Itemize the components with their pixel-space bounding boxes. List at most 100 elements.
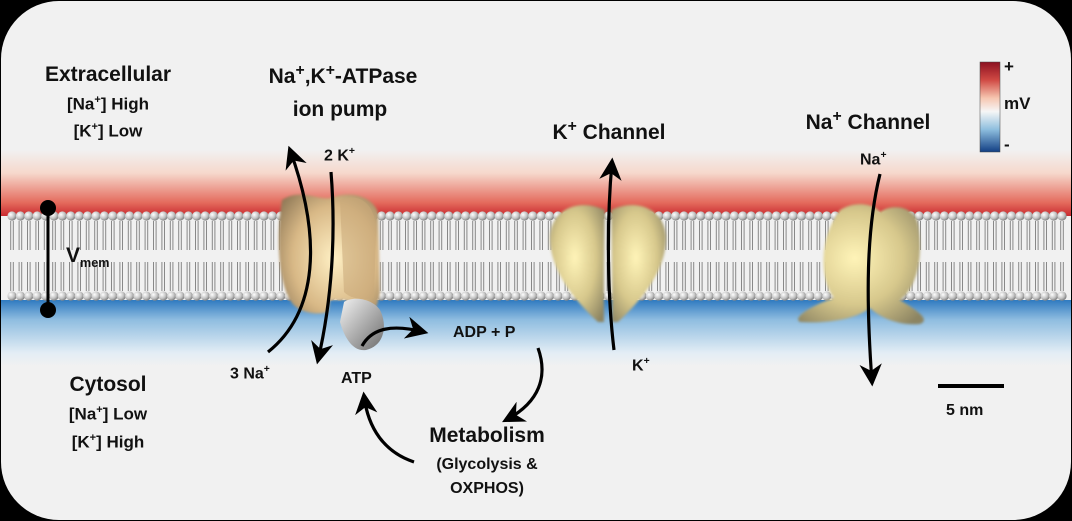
- lipid-head: [225, 291, 235, 301]
- lipid-head: [1040, 211, 1050, 221]
- lipid-head: [217, 211, 227, 221]
- lipid-head: [461, 291, 471, 301]
- colorbar-minus-label: -: [1004, 135, 1010, 154]
- lipid-head: [528, 291, 538, 301]
- lipid-head: [763, 291, 773, 301]
- lipid-head: [183, 291, 193, 301]
- lipid-head: [242, 211, 252, 221]
- lipid-head: [1057, 211, 1067, 221]
- lipid-head: [1015, 211, 1025, 221]
- lipid-head: [528, 211, 538, 221]
- lipid-head: [74, 291, 84, 301]
- lipid-head: [267, 291, 277, 301]
- lipid-head: [66, 291, 76, 301]
- lipid-head: [738, 211, 748, 221]
- lipid-head: [679, 291, 689, 301]
- lipid-head: [788, 291, 798, 301]
- lipid-head: [24, 211, 34, 221]
- colorbar-plus-label: +: [1004, 57, 1014, 76]
- lipid-head: [813, 291, 824, 301]
- lipid-head: [251, 211, 261, 221]
- k-channel-ion-label: K+: [632, 356, 650, 375]
- lipid-head: [393, 211, 403, 221]
- lipid-head: [671, 211, 681, 221]
- lipid-head: [713, 211, 723, 221]
- membrane-voltage-marker: [40, 200, 56, 318]
- lipid-head: [788, 211, 798, 221]
- lipid-head: [125, 291, 135, 301]
- lipid-head: [965, 211, 975, 221]
- lipid-head: [234, 211, 244, 221]
- lipid-head: [469, 291, 479, 301]
- lipid-head: [175, 291, 185, 301]
- adp-to-metabolism-arrow: [502, 347, 544, 423]
- lipid-head: [973, 211, 983, 221]
- lipid-head: [419, 211, 429, 221]
- lipid-head: [931, 211, 941, 221]
- lipid-head: [998, 211, 1008, 221]
- lipid-head: [259, 291, 269, 301]
- lipid-head: [427, 211, 437, 221]
- lipid-head: [755, 211, 765, 221]
- lipid-head: [66, 211, 76, 221]
- lipid-head: [7, 291, 17, 301]
- lipid-head: [939, 291, 950, 301]
- lipid-head: [200, 291, 210, 301]
- lipid-head: [771, 211, 782, 221]
- lipid-head: [822, 291, 832, 301]
- lipid-head: [1049, 291, 1059, 301]
- lipid-head: [981, 211, 992, 221]
- lipid-head: [200, 211, 210, 221]
- lipid-head: [477, 211, 487, 221]
- lipid-head: [990, 211, 1000, 221]
- lipid-head: [24, 291, 34, 301]
- pump-subtitle: ion pump: [292, 98, 388, 121]
- lipid-head: [83, 211, 93, 221]
- lipid-head: [32, 291, 42, 301]
- lipid-head: [167, 291, 177, 301]
- lipid-head: [377, 211, 387, 221]
- lipid-head: [410, 291, 420, 301]
- lipid-head: [385, 211, 395, 221]
- lipid-head: [797, 291, 807, 301]
- lipid-head: [771, 291, 782, 301]
- lipid-head: [511, 291, 521, 301]
- lipid-head: [225, 211, 235, 221]
- lipid-head: [519, 291, 530, 301]
- lipid-head: [662, 291, 672, 301]
- lipid-head: [7, 211, 17, 221]
- lipid-head: [679, 211, 689, 221]
- lipid-head: [444, 291, 454, 301]
- lipid-head: [251, 291, 261, 301]
- lipid-head: [15, 291, 25, 301]
- lipid-head: [141, 211, 151, 221]
- lipid-head: [1007, 211, 1017, 221]
- lipid-head: [545, 291, 555, 301]
- lipid-head: [410, 211, 420, 221]
- lipid-head: [561, 291, 572, 301]
- pump-title: Na+,K+-ATPase: [268, 62, 418, 88]
- metabolism-sub2: OXPHOS): [450, 480, 524, 497]
- lipid-head: [519, 211, 530, 221]
- lipid-head: [536, 211, 546, 221]
- na-channel-protein: [798, 204, 924, 325]
- adp-label: ADP + P: [453, 324, 516, 341]
- lipid-head: [645, 291, 656, 301]
- na-channel-title: Na+ Channel: [805, 108, 931, 134]
- lipid-head: [192, 211, 202, 221]
- lipid-head: [461, 211, 471, 221]
- lipid-head: [276, 291, 286, 301]
- lipid-head: [687, 211, 698, 221]
- lipid-head: [259, 211, 269, 221]
- lipid-head: [452, 211, 462, 221]
- lipid-head: [385, 291, 395, 301]
- lipid-head: [729, 291, 740, 301]
- lipid-head: [914, 291, 924, 301]
- lipid-head: [469, 211, 479, 221]
- lipid-head: [167, 211, 177, 221]
- lipid-head: [545, 211, 555, 221]
- atp-hydrolysis-arrow: [360, 316, 429, 347]
- lipid-head: [267, 211, 277, 221]
- lipid-head: [15, 211, 25, 221]
